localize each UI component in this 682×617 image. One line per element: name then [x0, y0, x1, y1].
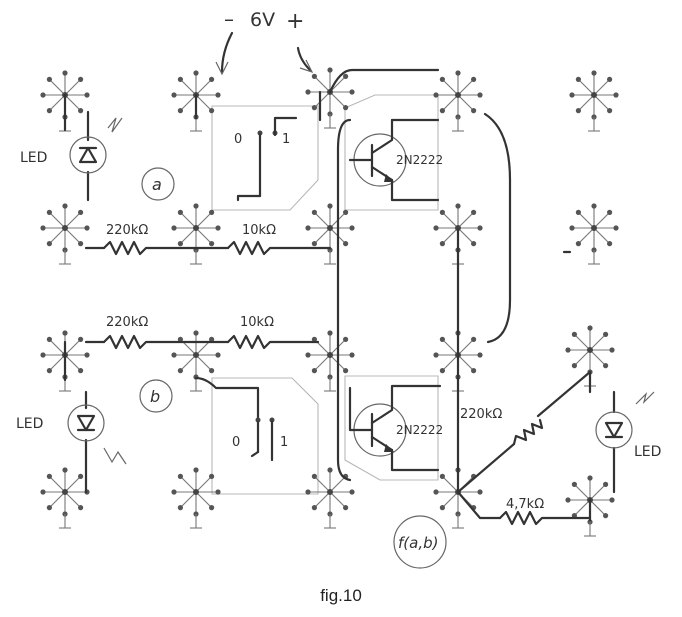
- resistor-top-left-label: 220kΩ: [106, 223, 148, 238]
- connection-star: [565, 325, 615, 387]
- connection-star: [40, 467, 90, 529]
- figure-caption: fig.10: [320, 586, 362, 605]
- supply-voltage-label: 6V: [250, 9, 275, 31]
- input-b-label: b: [150, 387, 160, 406]
- input-b-circle: [139, 379, 173, 413]
- connection-star: [305, 203, 355, 265]
- input-a-label: a: [152, 175, 162, 194]
- resistor-mid-right-label: 10kΩ: [240, 315, 274, 330]
- connection-star: [569, 203, 619, 265]
- supply-minus-label: –: [224, 7, 234, 31]
- connection-star: [171, 330, 221, 392]
- transistor-bottom-label: 2N2222: [396, 423, 443, 437]
- resistor-mid-left-label: 220kΩ: [106, 315, 148, 330]
- switch-b-on-label: 1: [280, 435, 288, 450]
- led-top-left: [69, 117, 123, 174]
- connection-star: [569, 70, 619, 132]
- resistor-bottom-label: 4,7kΩ: [506, 497, 544, 512]
- led-bottom-left-label: LED: [16, 416, 43, 432]
- connection-star: [171, 203, 221, 265]
- output-f-circle: [393, 515, 447, 569]
- led-right: [595, 391, 655, 449]
- led-right-label: LED: [634, 444, 661, 460]
- module-panels: [211, 94, 439, 495]
- transistor-top-label: 2N2222: [396, 153, 443, 167]
- led-top-left-label: LED: [20, 150, 47, 166]
- led-bottom-left: [67, 404, 127, 465]
- input-a-circle: [141, 167, 175, 201]
- connection-star: [433, 70, 483, 132]
- wiring: [63, 31, 616, 526]
- connection-star: [305, 330, 355, 392]
- connection-points: [40, 67, 619, 537]
- connection-star: [305, 467, 355, 529]
- switch-a-off-label: 0: [234, 132, 242, 147]
- connection-star: [171, 467, 221, 529]
- resistor-diag-label: 220kΩ: [460, 407, 502, 422]
- switch-b-off-label: 0: [232, 435, 240, 450]
- output-f-label: f(a,b): [398, 534, 438, 552]
- connection-star: [305, 67, 355, 129]
- supply-plus-label: +: [286, 9, 304, 34]
- connection-star: [40, 203, 90, 265]
- resistor-top-right-label: 10kΩ: [242, 223, 276, 238]
- switch-a-on-label: 1: [282, 132, 290, 147]
